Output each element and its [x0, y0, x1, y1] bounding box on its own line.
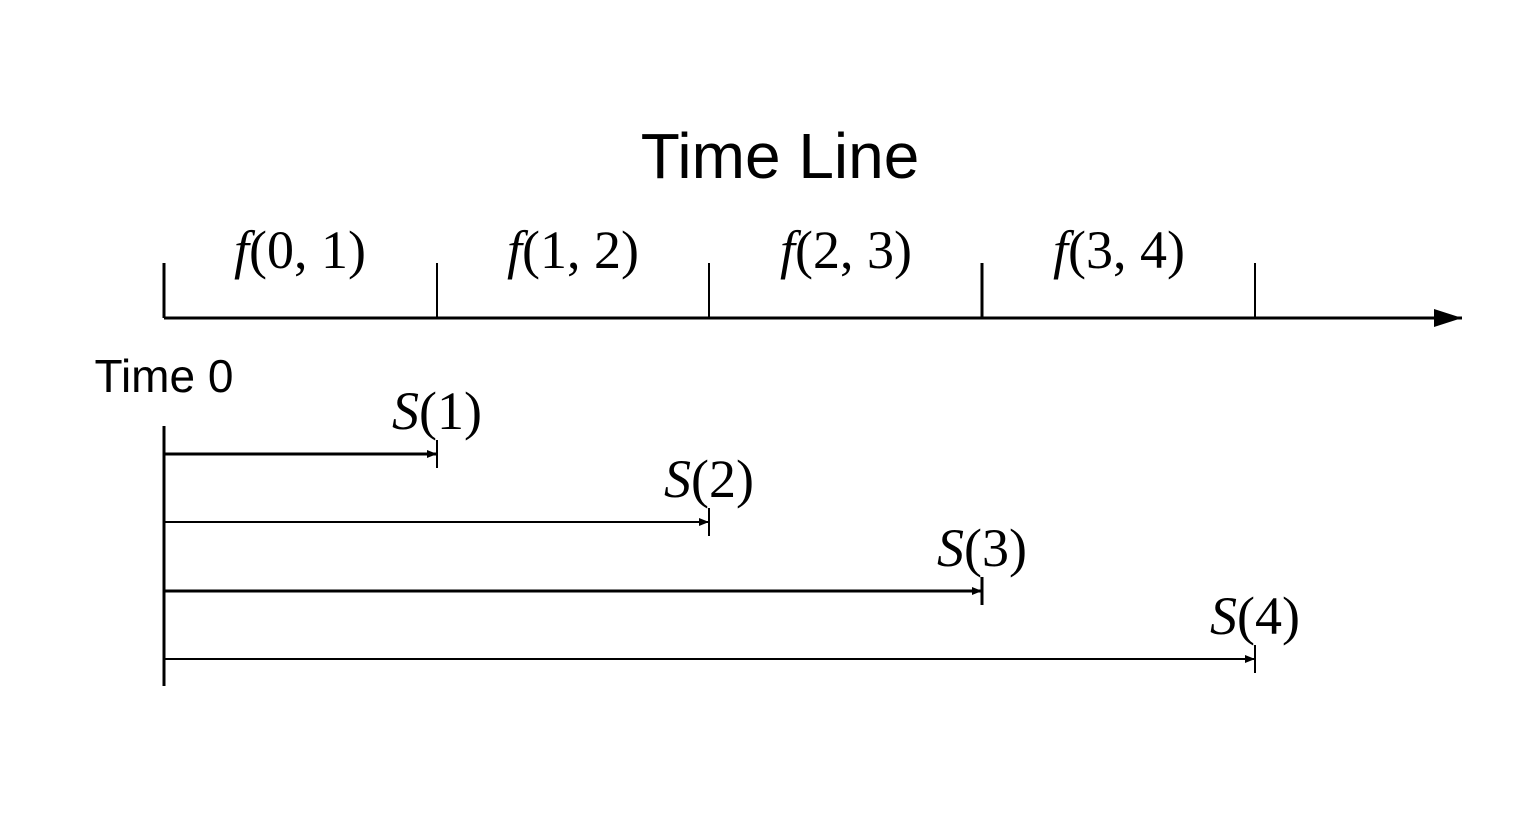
diagram-title: Time Line — [641, 120, 920, 192]
spot-rate-label-4: S(4) — [1210, 586, 1300, 646]
forward-rate-label-3: f(3, 4) — [1053, 220, 1185, 280]
period-ticks — [162, 263, 1256, 318]
time-axis-arrowhead — [1434, 309, 1462, 327]
spot-rate-arrow-3 — [164, 577, 984, 605]
origin-label: Time 0 — [95, 350, 234, 402]
spot-rate-label-1: S(1) — [392, 381, 482, 441]
spot-rate-label-2: S(2) — [664, 449, 754, 509]
forward-rate-label-1: f(1, 2) — [507, 220, 639, 280]
spot-rate-arrow-4 — [164, 645, 1256, 673]
forward-rate-label-2: f(2, 3) — [780, 220, 912, 280]
spot-rate-arrow-2 — [164, 508, 710, 536]
spot-rate-arrow-1 — [164, 440, 438, 468]
spot-rate-label-3: S(3) — [937, 518, 1027, 578]
forward-rate-label-0: f(0, 1) — [234, 220, 366, 280]
time-axis — [164, 309, 1462, 327]
